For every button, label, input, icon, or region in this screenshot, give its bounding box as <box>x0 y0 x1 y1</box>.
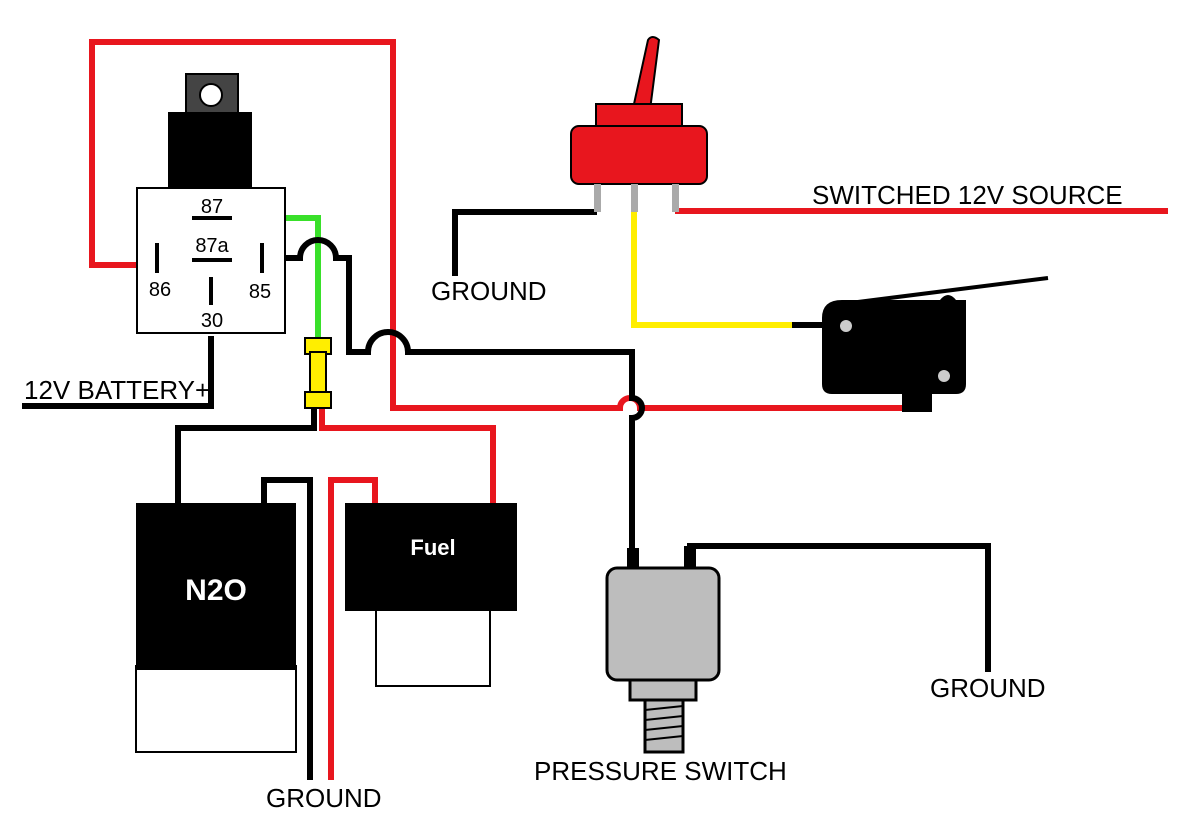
pin-86-label: 86 <box>149 279 171 301</box>
wire-black-fuse-to-n2o <box>175 405 317 503</box>
n2o-solenoid-label: N2O <box>185 574 247 607</box>
pin-85-label: 85 <box>249 281 271 303</box>
pressure-switch <box>605 546 721 754</box>
wire-black-pressure-ground <box>687 543 991 672</box>
ground-bottom-label: GROUND <box>266 783 382 813</box>
pin-87-label: 87 <box>201 196 223 218</box>
pin-30-label: 30 <box>201 310 223 332</box>
pin-87a-label: 87a <box>195 235 229 257</box>
ground-right-label: GROUND <box>930 673 1046 703</box>
toggle-terminal-left <box>594 184 601 212</box>
switched-source-label: SWITCHED 12V SOURCE <box>812 180 1123 210</box>
pressure-switch-terminal-right <box>684 546 696 570</box>
relay-mount-hole <box>199 83 223 107</box>
fuel-solenoid: Fuel <box>345 503 517 687</box>
inline-fuse <box>304 337 332 409</box>
toggle-body <box>570 125 708 185</box>
relay: 87 87a 86 85 30 <box>136 73 286 334</box>
relay-cover <box>168 112 252 188</box>
wire-black-toggle-ground <box>452 209 597 276</box>
toggle-terminal-center <box>631 184 638 212</box>
micro-switch <box>822 276 1049 412</box>
wire-black-n2o-ground <box>261 477 313 780</box>
battery-label: 12V BATTERY+ <box>24 375 210 405</box>
microswitch-rivet-right <box>938 370 950 382</box>
microswitch-rivet-left <box>840 320 852 332</box>
pressure-switch-label: PRESSURE SWITCH <box>534 756 787 786</box>
microswitch-terminal <box>902 392 932 412</box>
pressure-switch-nut <box>628 678 698 702</box>
wire-yellow-toggle-to-microswitch <box>631 212 795 328</box>
fuse-cap-bottom <box>304 391 332 409</box>
wire-red-fuel-ground <box>328 477 378 780</box>
toggle-collar <box>595 103 683 129</box>
toggle-terminal-right <box>672 184 679 212</box>
fuse-body <box>309 351 327 395</box>
pressure-switch-terminal-left <box>627 548 639 570</box>
microswitch-body <box>822 295 966 394</box>
n2o-solenoid: N2O <box>135 503 297 753</box>
microswitch-lever <box>849 276 1049 305</box>
n2o-solenoid-body <box>136 503 296 670</box>
toggle-switch <box>570 36 708 212</box>
fuel-solenoid-body <box>345 503 517 611</box>
wire-red-fuse-to-fuel <box>319 405 496 503</box>
toggle-lever <box>632 36 661 112</box>
wire-black-30-to-battery <box>22 336 214 409</box>
pressure-switch-body <box>605 566 721 682</box>
wire-black-85-to-pressure-switch <box>262 237 645 552</box>
fuel-solenoid-base <box>375 605 491 687</box>
ground-toggle-label: GROUND <box>431 276 547 306</box>
n2o-solenoid-base <box>135 665 297 753</box>
pressure-switch-thread-lines <box>644 705 684 741</box>
fuel-solenoid-label: Fuel <box>410 535 455 560</box>
